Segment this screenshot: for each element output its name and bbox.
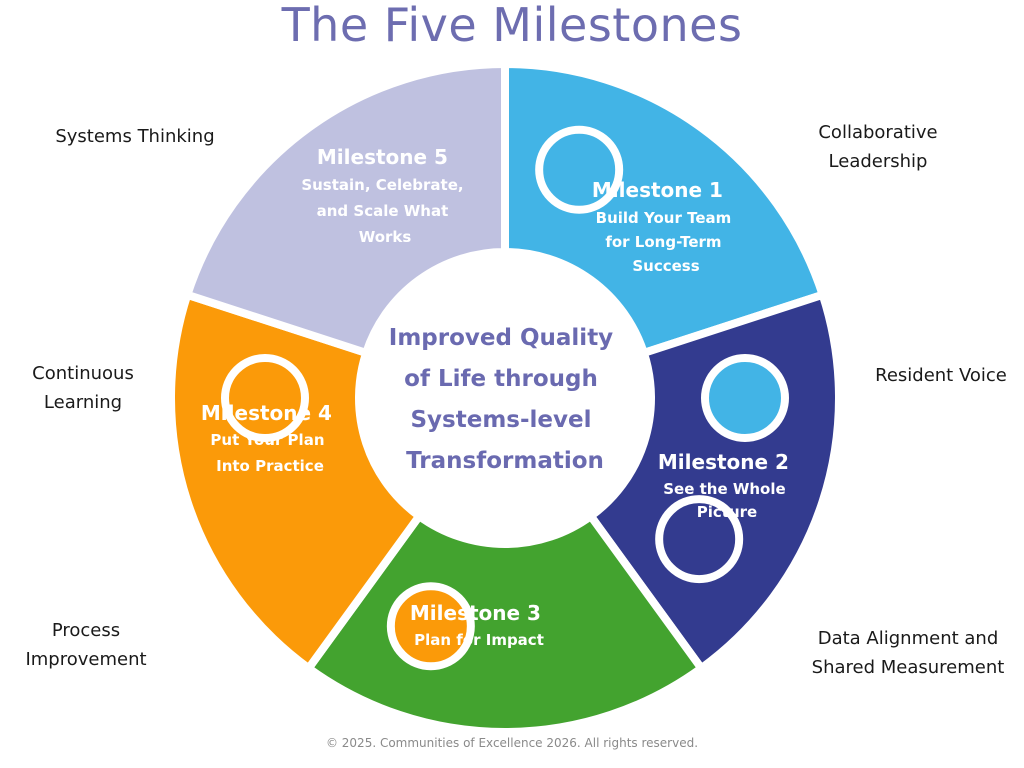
copyright-footer: © 2025. Communities of Excellence 2026. …	[325, 736, 699, 750]
milestone-title: Milestone 5	[317, 145, 448, 169]
milestone-subtitle: Picture	[697, 503, 757, 521]
center-line: Improved Quality	[389, 325, 613, 351]
milestone-subtitle: for Long-Term	[605, 233, 721, 251]
label-data-alignment: Data Alignment and Shared Measurement	[801, 624, 1015, 682]
milestone-subtitle: Success	[632, 257, 699, 275]
milestone-subtitle: Build Your Team	[596, 209, 732, 227]
milestone-subtitle: Plan for Impact	[414, 631, 544, 649]
milestone-subtitle: Works	[359, 228, 412, 246]
puzzle-knob	[386, 582, 475, 671]
milestone-5-label: Milestone 5 Sustain, Celebrate, and Scal…	[301, 145, 468, 246]
milestone-title: Milestone 2	[658, 450, 789, 474]
milestone-3-label: Milestone 3 Plan for Impact	[410, 601, 546, 649]
center-line: Systems-level	[410, 407, 591, 433]
milestone-subtitle: Sustain, Celebrate,	[301, 176, 463, 194]
label-line: Collaborative	[818, 122, 938, 143]
puzzle-knob	[655, 495, 744, 584]
center-line: of Life through	[404, 366, 598, 392]
label-collaborative-leadership: Collaborative Leadership	[800, 118, 956, 176]
label-line: Data Alignment and	[817, 628, 999, 649]
label-line: Continuous	[32, 363, 134, 384]
label-line: Systems Thinking	[55, 126, 215, 147]
label-systems-thinking: Systems Thinking	[40, 122, 230, 151]
puzzle-knob	[221, 354, 309, 442]
page-title: The Five Milestones	[281, 0, 743, 52]
center-text: Improved Quality of Life through Systems…	[389, 325, 621, 474]
label-line: Resident Voice	[875, 365, 1007, 386]
milestone-subtitle: See the Whole	[663, 480, 785, 498]
label-line: Process	[51, 620, 121, 641]
label-line: Leadership	[828, 151, 928, 172]
milestone-subtitle: and Scale What	[317, 202, 449, 220]
label-continuous-learning: Continuous Learning	[18, 359, 148, 417]
center-line: Transformation	[406, 448, 604, 474]
label-line: Learning	[43, 392, 123, 413]
label-process-improvement: Process Improvement	[16, 616, 156, 674]
puzzle-knob	[535, 125, 624, 214]
milestone-title: Milestone 3	[410, 601, 541, 625]
center-hub	[359, 252, 651, 544]
milestone-title: Milestone 1	[592, 178, 723, 202]
milestone-title: Milestone 4	[201, 401, 332, 425]
label-line: Shared Measurement	[811, 657, 1005, 678]
label-line: Improvement	[25, 649, 147, 670]
puzzle-knob	[701, 354, 789, 442]
milestone-subtitle: Put Your Plan	[210, 431, 324, 449]
milestone-1-label: Milestone 1 Build Your Team for Long-Ter…	[592, 178, 736, 275]
milestone-2-label: Milestone 2 See the Whole Picture	[658, 450, 794, 521]
label-resident-voice: Resident Voice	[866, 361, 1016, 390]
milestone-4-label: Milestone 4 Put Your Plan Into Practice	[201, 401, 337, 475]
milestone-subtitle: Into Practice	[216, 457, 324, 475]
